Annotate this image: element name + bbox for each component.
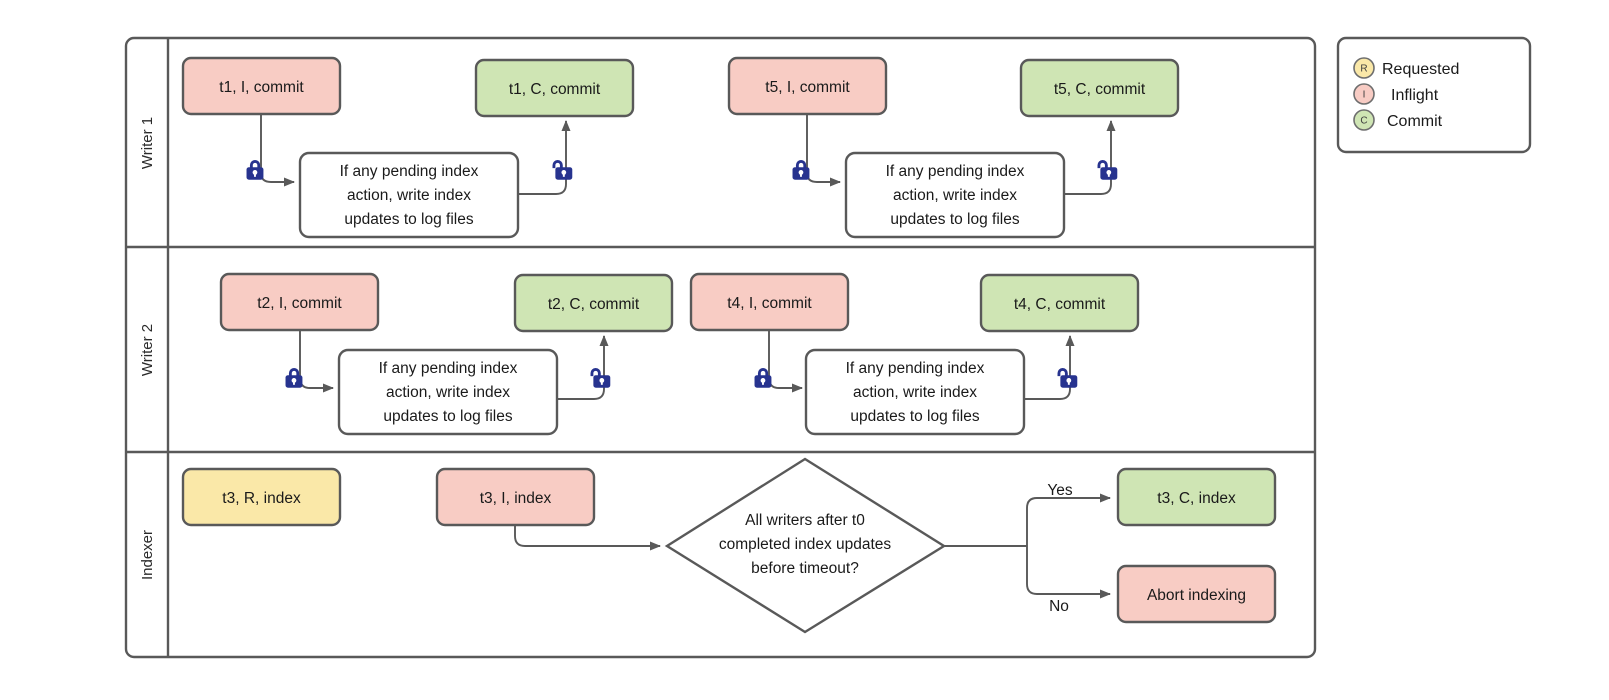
node-w2-t2-inflight[interactable]: t2, I, commit [219,272,380,332]
lane-label-indexer: Indexer [139,530,156,580]
badge-inflight-letter: I [1363,90,1366,101]
process-w2-write-index-2-line3: updates to log files [850,408,980,425]
badge-requested-letter: R [1360,64,1367,75]
lock-open-icon [1057,367,1078,388]
edge-label-yes: Yes [1047,482,1073,499]
process-w2-write-index-1[interactable]: If any pending index action, write index… [337,348,559,436]
lock-closed-icon [792,159,810,180]
connector-w1-proc1-to-t1c [518,120,571,195]
process-w1-write-index-2-line2: action, write index [893,187,1017,204]
node-ix-t3-requested[interactable]: t3, R, index [181,467,342,527]
node-ix-t3-requested-label: t3, R, index [222,490,301,507]
process-w1-write-index-1-line1: If any pending index [340,163,479,180]
connector-ix-yes-branch [1026,493,1111,546]
legend: R Requested I Inflight C Commit [1336,36,1532,154]
legend-item-requested: R Requested [1353,57,1459,79]
node-ix-abort-indexing-label: Abort indexing [1147,587,1246,604]
lock-open-icon [1097,159,1118,180]
lane-label-writer-1-text: Writer 1 [139,117,156,169]
node-w1-t5-commit-label: t5, C, commit [1054,81,1146,98]
legend-frame [1336,36,1532,154]
node-w1-t1-inflight-label: t1, I, commit [219,79,304,96]
badge-commit-icon: C [1353,109,1375,131]
connector-w1-proc2-to-t5c [1063,120,1116,195]
process-w2-write-index-1-line3: updates to log files [383,408,513,425]
legend-label-commit: Commit [1387,113,1443,130]
badge-requested-icon: R [1353,57,1375,79]
node-w2-t4-commit[interactable]: t4, C, commit [979,273,1140,333]
process-w2-write-index-2-line2: action, write index [853,384,977,401]
node-w1-t5-commit[interactable]: t5, C, commit [1019,58,1180,118]
badge-commit-letter: C [1360,116,1367,127]
node-w2-t2-inflight-label: t2, I, commit [257,295,342,312]
process-w1-write-index-2-line1: If any pending index [886,163,1025,180]
node-w2-t4-inflight-label: t4, I, commit [727,295,812,312]
node-w2-t4-inflight[interactable]: t4, I, commit [689,272,850,332]
lane-label-writer-2-text: Writer 2 [139,324,156,376]
process-w2-write-index-2[interactable]: If any pending index action, write index… [804,348,1026,436]
node-ix-abort-indexing[interactable]: Abort indexing [1116,564,1277,624]
connector-ix-t3i-to-decision [514,524,661,551]
node-ix-t3-inflight[interactable]: t3, I, index [435,467,596,527]
legend-item-inflight: I Inflight [1353,83,1439,105]
process-w1-write-index-1-line2: action, write index [347,187,471,204]
lock-closed-icon [246,159,264,180]
connector-w2-proc2-to-t4c [1023,335,1075,400]
process-w1-write-index-2-line3: updates to log files [890,211,1020,228]
lock-closed-icon [754,367,772,388]
lane-label-writer-1: Writer 1 [139,117,156,169]
node-ix-t3-inflight-label: t3, I, index [480,490,552,507]
process-w1-write-index-1-line3: updates to log files [344,211,474,228]
connector-ix-no-branch [1026,546,1111,599]
process-w1-write-index-1[interactable]: If any pending index action, write index… [298,151,520,239]
legend-item-commit: C Commit [1353,109,1443,131]
connector-w2-t2i-to-proc1 [299,329,334,393]
connector-w1-t5i-to-proc2 [806,113,841,187]
node-w2-t2-commit[interactable]: t2, C, commit [513,273,674,333]
connector-w2-t4i-to-proc2 [768,329,803,393]
decision-ix-line1: All writers after t0 [745,512,865,529]
legend-label-inflight: Inflight [1391,87,1439,104]
node-w1-t5-inflight-label: t5, I, commit [765,79,850,96]
connector-w2-proc1-to-t2c [557,335,609,400]
decision-ix-writers-completed[interactable]: All writers after t0 completed index upd… [664,457,947,634]
badge-inflight-icon: I [1353,83,1375,105]
node-ix-t3-commit[interactable]: t3, C, index [1116,467,1277,527]
node-w2-t2-commit-label: t2, C, commit [548,296,640,313]
process-w2-write-index-2-line1: If any pending index [846,360,985,377]
decision-ix-line2: completed index updates [719,536,892,553]
node-w1-t1-commit-label: t1, C, commit [509,81,601,98]
connector-w1-t1i-to-proc1 [260,114,295,187]
legend-label-requested: Requested [1382,61,1459,78]
decision-ix-line3: before timeout? [751,560,859,577]
lock-closed-icon [285,367,303,388]
lane-label-writer-2: Writer 2 [139,324,156,376]
lock-open-icon [590,367,611,388]
node-w2-t4-commit-label: t4, C, commit [1014,296,1106,313]
lane-label-indexer-text: Indexer [139,530,156,580]
node-w1-t1-commit[interactable]: t1, C, commit [474,58,635,118]
node-ix-t3-commit-label: t3, C, index [1157,490,1236,507]
process-w2-write-index-1-line2: action, write index [386,384,510,401]
process-w1-write-index-2[interactable]: If any pending index action, write index… [844,151,1066,239]
node-w1-t1-inflight[interactable]: t1, I, commit [181,56,342,116]
lock-open-icon [552,159,573,180]
edge-label-no: No [1049,598,1069,615]
process-w2-write-index-1-line1: If any pending index [379,360,518,377]
swimlane-frame [124,36,1317,659]
node-w1-t5-inflight[interactable]: t5, I, commit [727,56,888,116]
